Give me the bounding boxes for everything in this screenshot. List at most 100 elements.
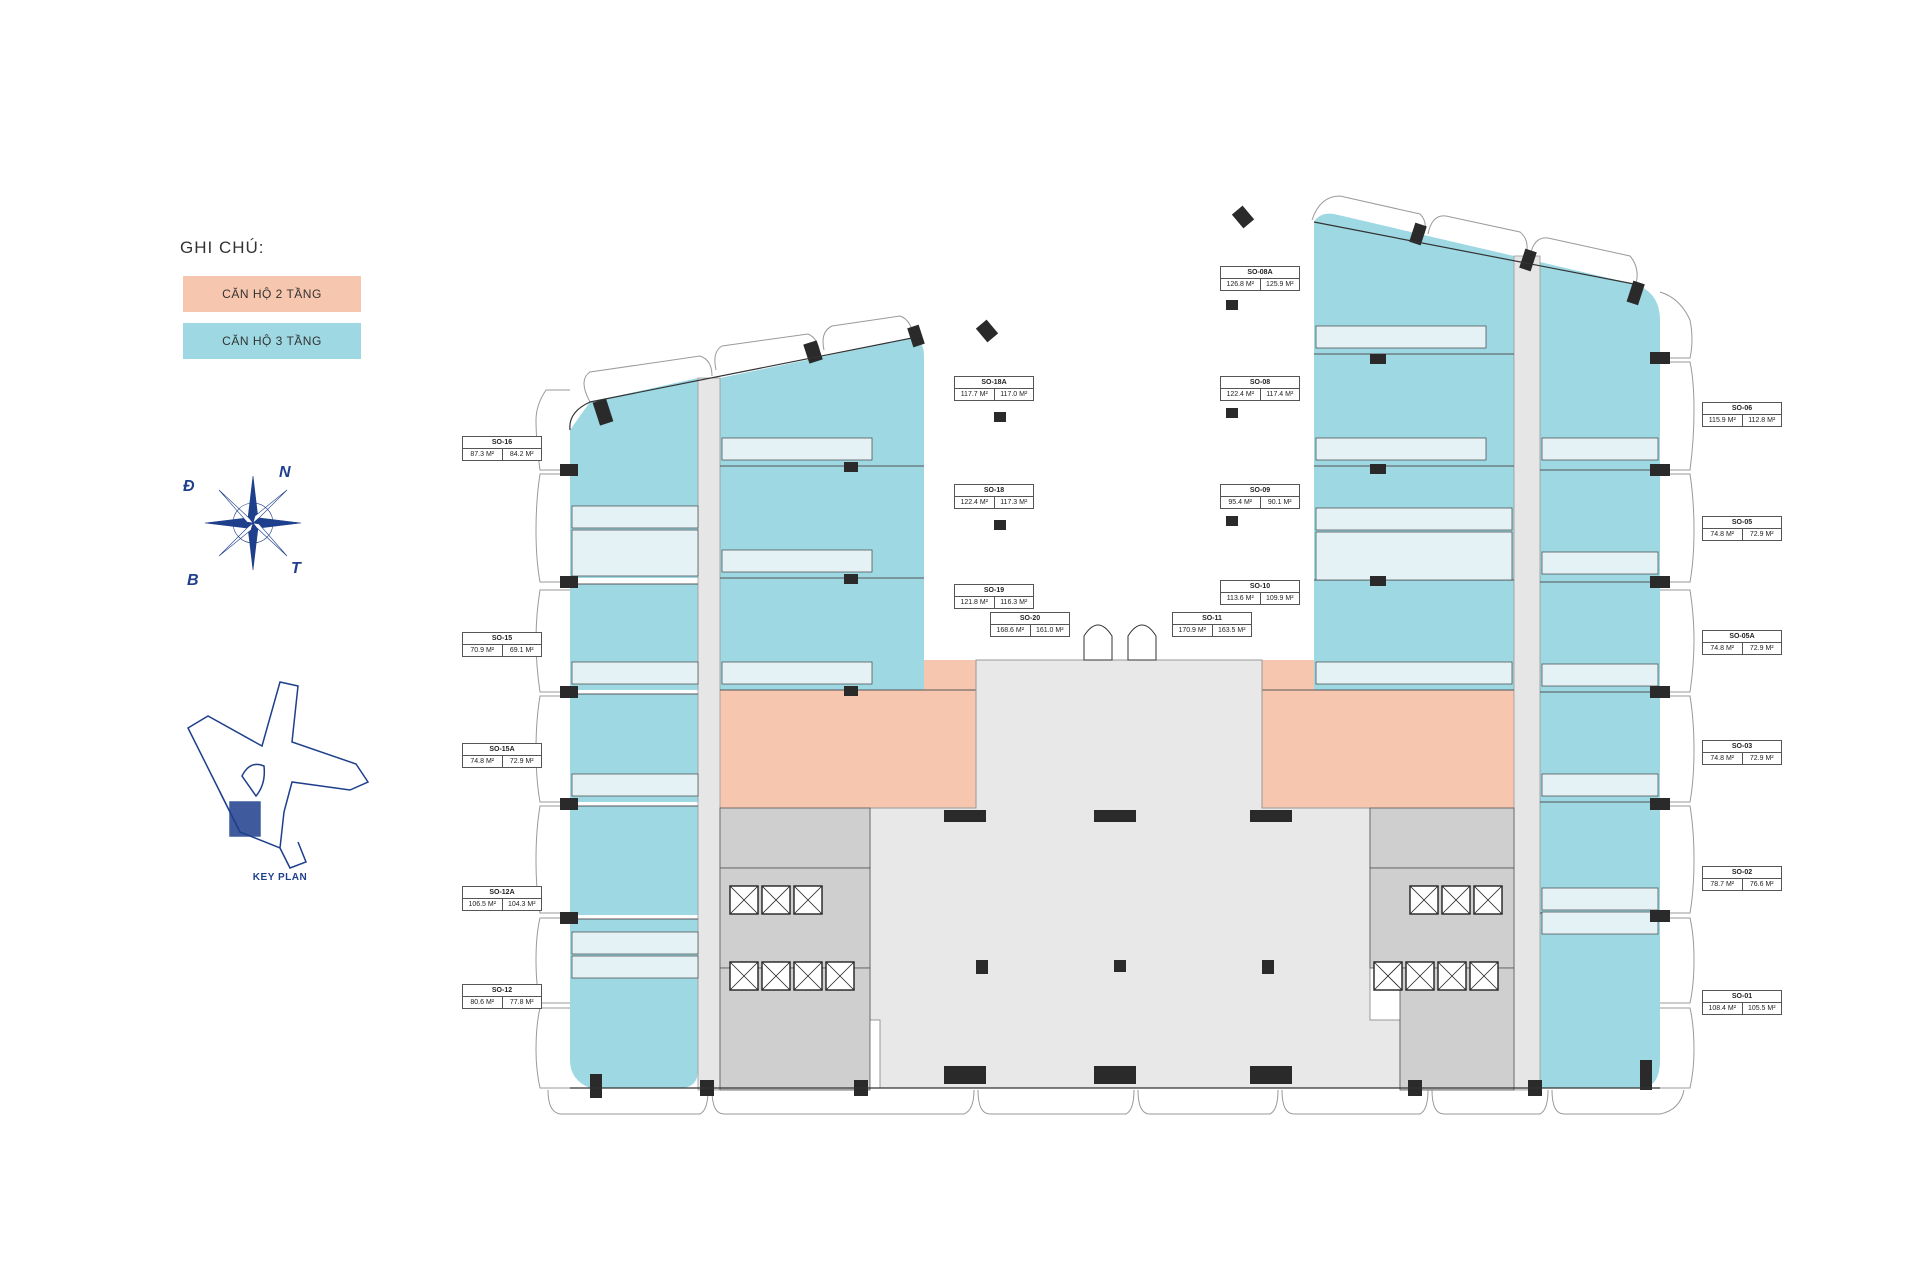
unit-code: SO-05A <box>1703 631 1781 643</box>
unit-area-b: 105.5 M² <box>1747 1005 1776 1012</box>
compass-label-n: N <box>279 464 291 481</box>
unit-area-b: 116.3 M² <box>1000 599 1028 606</box>
unit-code: SO-19 <box>955 585 1033 597</box>
unit-area-b: 161.0 M² <box>1035 627 1064 634</box>
key-plan: KEY PLAN <box>180 672 380 902</box>
unit-so-11 <box>1262 690 1514 808</box>
unit-area-b: 104.3 M² <box>507 901 536 908</box>
unit-area-a: 74.8 M² <box>1703 529 1743 540</box>
legend-three-floor: CĂN HỘ 3 TẦNG <box>183 323 361 359</box>
unit-code: SO-18 <box>955 485 1033 497</box>
unit-code: SO-03 <box>1703 741 1781 753</box>
unit-area-a: 74.8 M² <box>463 756 503 767</box>
key-plan-label: KEY PLAN <box>252 872 308 883</box>
compass-label-d: Đ <box>183 478 195 495</box>
unit-area-a: 113.6 M² <box>1221 593 1261 604</box>
unit-code: SO-18A <box>955 377 1033 389</box>
unit-code: SO-09 <box>1221 485 1299 497</box>
unit-code: SO-20 <box>991 613 1069 625</box>
lift-crosses <box>729 885 1503 991</box>
unit-code: SO-10 <box>1221 581 1299 593</box>
core-left <box>719 807 871 1091</box>
unit-area-b: 84.2 M² <box>509 451 534 458</box>
unit-code: SO-02 <box>1703 867 1781 879</box>
unit-area-a: 168.6 M² <box>991 625 1031 636</box>
unit-area-b: 76.6 M² <box>1749 881 1774 888</box>
unit-area-b: 72.9 M² <box>1749 531 1774 538</box>
unit-area-b: 163.5 M² <box>1217 627 1246 634</box>
unit-so-08a <box>1314 213 1514 354</box>
right-corridor <box>1513 255 1541 1091</box>
legend-two-floor: CĂN HỘ 2 TẦNG <box>183 276 361 312</box>
unit-so-02 <box>1540 802 1660 913</box>
unit-so-01 <box>1540 913 1660 1088</box>
unit-so-06 <box>1540 262 1660 470</box>
unit-so-20-corner <box>924 660 976 690</box>
unit-area-b: 117.4 M² <box>1266 391 1294 398</box>
unit-area-b: 117.0 M² <box>1000 391 1028 398</box>
entrance-arches <box>1083 624 1157 661</box>
unit-code: SO-08A <box>1221 267 1299 279</box>
unit-area-b: 72.9 M² <box>509 758 534 765</box>
unit-area-a: 108.4 M² <box>1703 1003 1743 1014</box>
unit-code: SO-15 <box>463 633 541 645</box>
unit-area-b: 117.3 M² <box>1000 499 1028 506</box>
compass-label-b: B <box>187 572 199 589</box>
unit-area-a: 117.7 M² <box>955 389 995 400</box>
unit-so-20 <box>720 690 976 808</box>
unit-so-18a <box>720 338 924 466</box>
unit-area-a: 121.8 M² <box>955 597 995 608</box>
unit-code: SO-06 <box>1703 403 1781 415</box>
unit-code: SO-12A <box>463 887 541 899</box>
unit-code: SO-08 <box>1221 377 1299 389</box>
unit-area-a: 115.9 M² <box>1703 415 1743 426</box>
unit-code: SO-16 <box>463 437 541 449</box>
unit-code: SO-01 <box>1703 991 1781 1003</box>
compass: Đ N B T <box>183 464 305 589</box>
unit-area-a: 80.6 M² <box>463 997 503 1008</box>
unit-area-b: 125.9 M² <box>1265 281 1294 288</box>
facade-lines <box>569 221 1660 1089</box>
unit-area-a: 122.4 M² <box>955 497 995 508</box>
compass-rose-icon <box>204 475 302 571</box>
unit-area-a: 74.8 M² <box>1703 753 1743 764</box>
unit-area-b: 69.1 M² <box>509 647 534 654</box>
unit-code: SO-15A <box>463 744 541 756</box>
unit-area-a: 78.7 M² <box>1703 879 1743 890</box>
unit-area-a: 70.9 M² <box>463 645 503 656</box>
unit-area-b: 109.9 M² <box>1265 595 1294 602</box>
unit-so-11-corner <box>1262 660 1314 690</box>
balcony-outlines <box>535 195 1695 1115</box>
unit-area-a: 87.3 M² <box>463 449 503 460</box>
legend-title: GHI CHÚ: <box>180 238 265 257</box>
unit-code: SO-05 <box>1703 517 1781 529</box>
unit-service-strips <box>571 325 1659 979</box>
unit-area-a: 170.9 M² <box>1173 625 1213 636</box>
key-plan-icon <box>187 681 370 869</box>
unit-area-a: 122.4 M² <box>1221 389 1261 400</box>
unit-code: SO-11 <box>1173 613 1251 625</box>
unit-area-b: 90.1 M² <box>1267 499 1292 506</box>
unit-area-b: 77.8 M² <box>509 999 534 1006</box>
unit-area-a: 126.8 M² <box>1221 279 1261 290</box>
